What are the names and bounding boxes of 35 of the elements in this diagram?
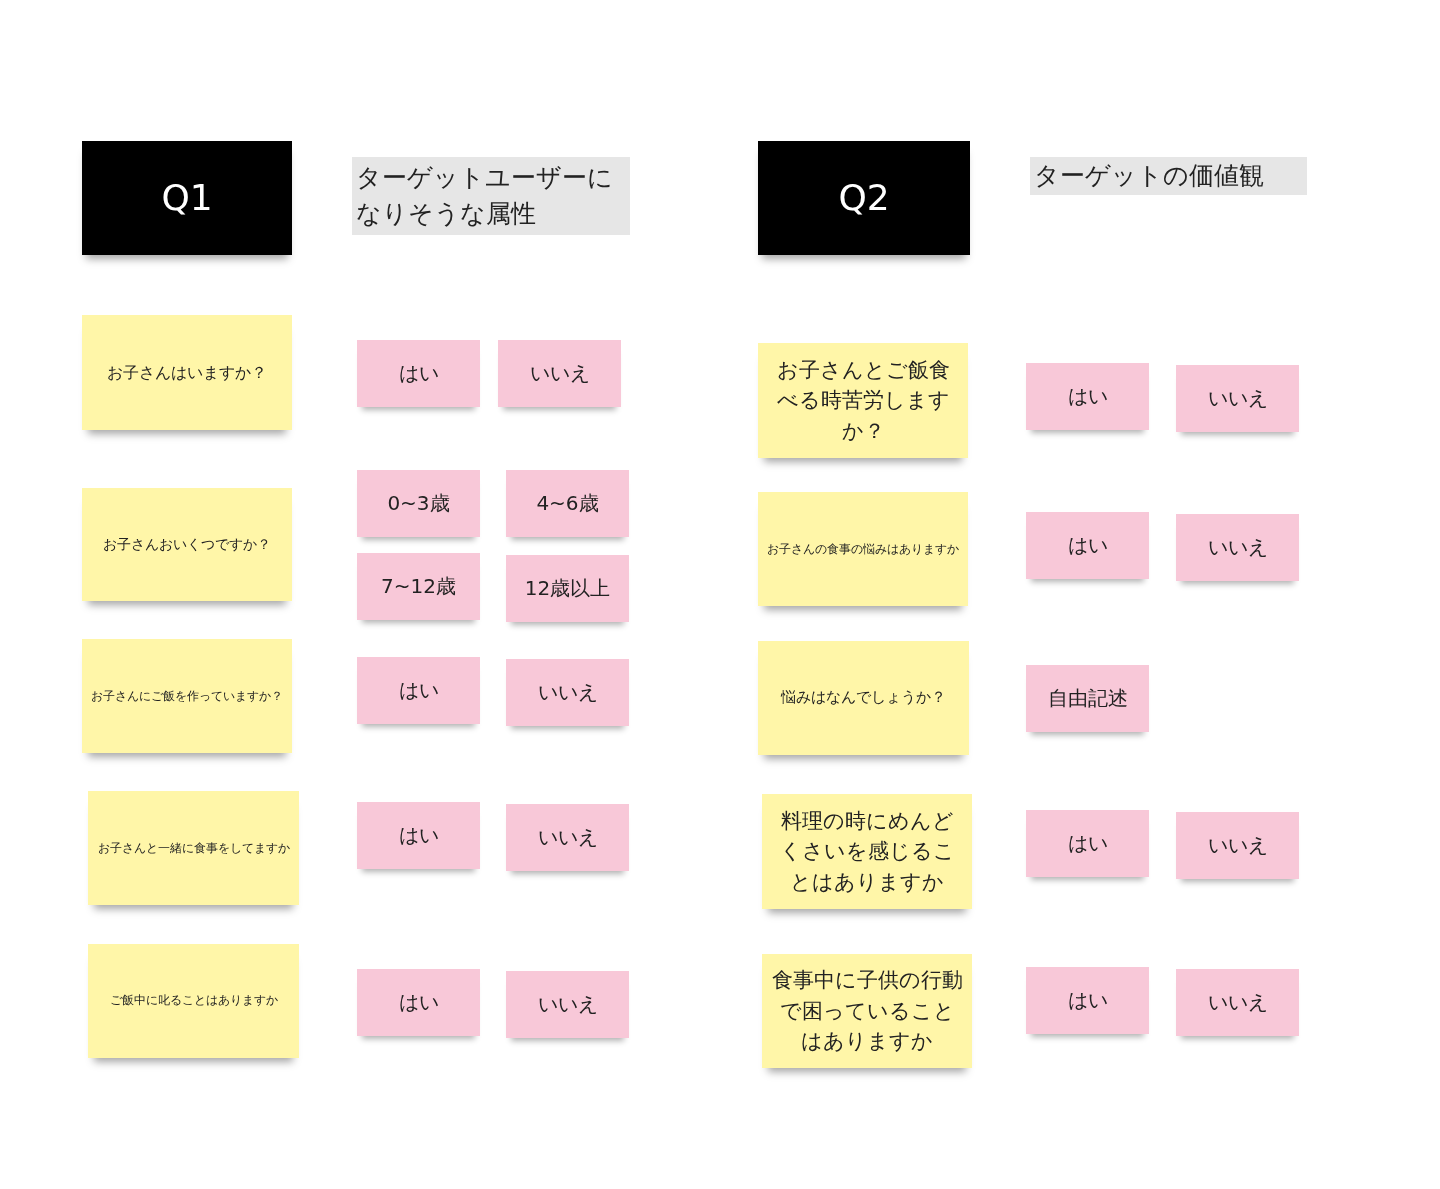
sticky-note: お子さんと一緒に食事をしてますか [88, 791, 299, 905]
answer-note: 4~6歳 [506, 470, 629, 537]
header-card: Q2 [758, 141, 970, 255]
answer-note: はい [1026, 810, 1149, 877]
answer-note: 0~3歳 [357, 470, 480, 537]
header-card: Q1 [82, 141, 292, 255]
sticky-note: お子さんにご飯を作っていますか？ [82, 639, 292, 753]
sticky-note: お子さんとご飯食べる時苦労しますか？ [758, 343, 968, 458]
answer-note: いいえ [1176, 969, 1299, 1036]
sticky-note: お子さんはいますか？ [82, 315, 292, 430]
answer-note: いいえ [1176, 514, 1299, 581]
answer-note: はい [1026, 363, 1149, 430]
sticky-note: お子さんの食事の悩みはありますか [758, 492, 968, 606]
answer-note: いいえ [498, 340, 621, 407]
answer-note: はい [1026, 967, 1149, 1034]
answer-note: 自由記述 [1026, 665, 1149, 732]
answer-note: はい [1026, 512, 1149, 579]
answer-note: 12歳以上 [506, 555, 629, 622]
answer-note: はい [357, 969, 480, 1036]
answer-note: いいえ [1176, 365, 1299, 432]
answer-note: はい [357, 340, 480, 407]
answer-note: いいえ [506, 804, 629, 871]
sticky-note: ご飯中に叱ることはありますか [88, 944, 299, 1058]
sticky-note: 食事中に子供の行動で困っていることはありますか [762, 954, 972, 1068]
heading-band: ターゲットの価値観 [1030, 157, 1307, 195]
answer-note: はい [357, 802, 480, 869]
answer-note: いいえ [1176, 812, 1299, 879]
answer-note: いいえ [506, 971, 629, 1038]
sticky-note: お子さんおいくつですか？ [82, 488, 292, 601]
answer-note: 7~12歳 [357, 553, 480, 620]
heading-band: ターゲットユーザーになりそうな属性 [352, 157, 630, 235]
answer-note: はい [357, 657, 480, 724]
sticky-note: 料理の時にめんどくさいを感じることはありますか [762, 794, 972, 909]
answer-note: いいえ [506, 659, 629, 726]
sticky-note: 悩みはなんでしょうか？ [758, 641, 969, 755]
